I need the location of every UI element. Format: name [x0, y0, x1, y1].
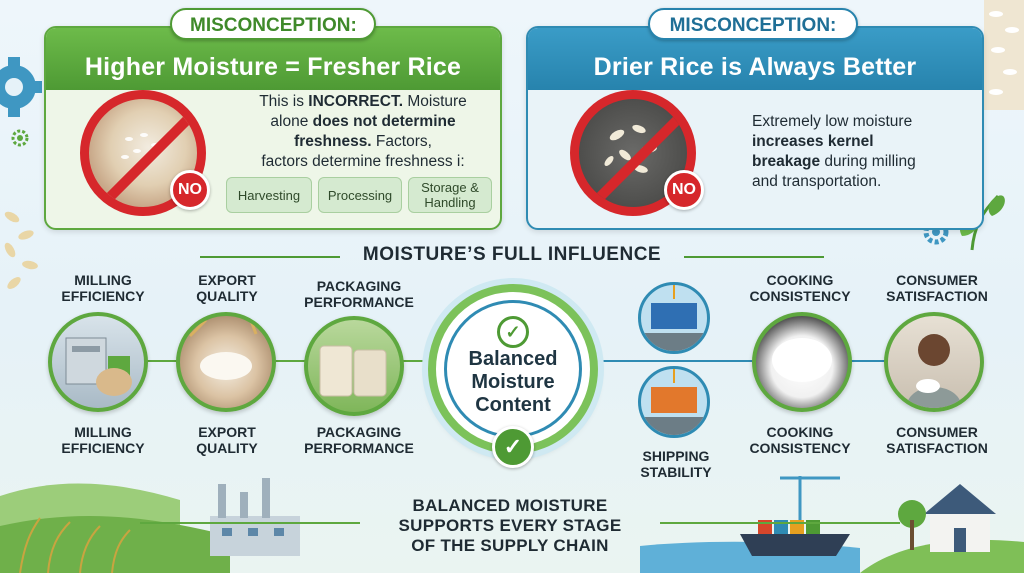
label-line: QUALITY: [196, 288, 258, 304]
factor-chip-harvesting: Harvesting: [226, 177, 312, 213]
label-line: EFFICIENCY: [61, 288, 145, 304]
label-line: COOKING: [766, 424, 834, 440]
panel-text-right: Extremely low moisture increases kernel …: [752, 112, 982, 192]
label-line: PACKAGING: [316, 278, 402, 294]
text-line: Extremely low moisture: [752, 113, 913, 130]
small-gear-icon: [11, 129, 29, 147]
misconception-badge-right: MISCONCEPTION:: [648, 8, 858, 40]
landscape-scene: [0, 476, 1024, 573]
cooking-image: [752, 312, 852, 412]
rice-sacks-icon: [319, 345, 387, 397]
label-line: CONSUMER: [896, 424, 978, 440]
label-line: PERFORMANCE: [304, 440, 414, 456]
no-badge-right: NO: [664, 170, 704, 210]
label-line: EFFICIENCY: [61, 440, 145, 456]
supply-chain-message: BALANCED MOISTURE SUPPORTS EVERY STAGE O…: [360, 496, 660, 556]
factory-icon: [210, 478, 300, 556]
label-line: SATISFACTION: [886, 288, 988, 304]
label-line: MILLING: [74, 424, 132, 440]
misconception-badge-left: MISCONCEPTION:: [170, 8, 376, 40]
message-line: BALANCED MOISTURE: [412, 496, 608, 515]
stage-label-bottom-milling: MILLING EFFICIENCY: [48, 424, 158, 456]
label-line: STABILITY: [640, 464, 712, 480]
check-icon-bottom: ✓: [492, 426, 534, 468]
rice-grains-left-icon: [4, 211, 38, 289]
center-line: Moisture: [471, 371, 555, 393]
text-line: during milling: [820, 153, 916, 170]
label-line: COOKING: [766, 272, 834, 288]
text-line: factors determine freshness i:: [261, 153, 465, 170]
rice-bowl-icon: [772, 338, 832, 382]
label-line: QUALITY: [196, 440, 258, 456]
container-icon: [641, 369, 707, 435]
text-line: Factors,: [371, 133, 432, 150]
no-badge-left: NO: [170, 170, 210, 210]
influence-title: MOISTURE’S FULL INFLUENCE: [362, 244, 662, 265]
text-emphasis: breakage: [752, 153, 821, 170]
title-rule-left: [200, 256, 340, 258]
panel-header-right: Drier Rice is Always Better: [528, 28, 982, 90]
text-line: and transportation.: [752, 173, 882, 190]
message-line: OF THE SUPPLY CHAIN: [411, 536, 609, 555]
check-icon-top: ✓: [497, 316, 529, 348]
shipping-container-orange-image: [638, 366, 710, 438]
label-line: SATISFACTION: [886, 440, 988, 456]
factor-chip-processing: Processing: [318, 177, 402, 213]
rice-hands-icon: [188, 317, 258, 380]
label-line: PERFORMANCE: [304, 294, 414, 310]
label-line: SHIPPING: [642, 448, 710, 464]
stage-label-bottom-shipping: SHIPPING STABILITY: [626, 448, 726, 480]
label-line: CONSUMER: [896, 272, 978, 288]
stage-label-top-packaging: PACKAGING PERFORMANCE: [296, 278, 422, 310]
text-line: alone: [270, 113, 313, 130]
milling-machine-image: [48, 312, 148, 412]
milling-machine-icon: [65, 337, 132, 396]
label-line: CONSISTENCY: [749, 288, 851, 304]
label-line: EXPORT: [198, 272, 256, 288]
label-line: PACKAGING: [316, 424, 402, 440]
smiling-person-icon: [906, 334, 962, 408]
prohibited-sign-left: [80, 90, 206, 216]
panel-header-left: Higher Moisture = Fresher Rice: [46, 28, 500, 90]
title-rule-right: [684, 256, 824, 258]
stage-label-top-consumer: CONSUMER SATISFACTION: [874, 272, 1000, 304]
text-emphasis: does not determine: [312, 113, 456, 130]
text-line: Moisture: [403, 93, 467, 110]
stage-label-bottom-export: EXPORT QUALITY: [172, 424, 282, 456]
cargo-ship-icon: [740, 476, 850, 556]
export-quality-image: [176, 312, 276, 412]
stage-label-top-export: EXPORT QUALITY: [172, 272, 282, 304]
center-label: Balanced Moisture Content: [440, 348, 586, 417]
panel-title-right: Drier Rice is Always Better: [593, 53, 917, 81]
packaging-image: [304, 316, 404, 416]
stage-label-bottom-cooking: COOKING CONSISTENCY: [740, 424, 860, 456]
prohibited-sign-right: [570, 90, 696, 216]
message-line: SUPPORTS EVERY STAGE: [398, 516, 622, 535]
stage-label-top-milling: MILLING EFFICIENCY: [48, 272, 158, 304]
panel-title-left: Higher Moisture = Fresher Rice: [84, 53, 462, 81]
rice-grains-right-icon: [984, 0, 1024, 110]
label-line: EXPORT: [198, 424, 256, 440]
stage-label-bottom-packaging: PACKAGING PERFORMANCE: [294, 424, 424, 456]
center-line: Balanced: [468, 348, 558, 370]
container-icon: [641, 285, 707, 351]
stage-label-top-cooking: COOKING CONSISTENCY: [740, 272, 860, 304]
factor-chip-storage: Storage & Handling: [408, 177, 492, 213]
center-line: Content: [475, 394, 551, 416]
stage-label-bottom-consumer: CONSUMER SATISFACTION: [874, 424, 1000, 456]
label-line: CONSISTENCY: [749, 440, 851, 456]
shipping-container-blue-image: [638, 282, 710, 354]
house-icon: [924, 484, 996, 552]
panel-text-left: This is INCORRECT. Moisture alone does n…: [228, 92, 498, 172]
text-emphasis: increases kernel: [752, 133, 874, 150]
text-line: This is: [259, 93, 309, 110]
consumer-image: [884, 312, 984, 412]
label-line: MILLING: [74, 272, 132, 288]
text-emphasis: INCORRECT.: [308, 93, 404, 110]
gear-icon: [0, 57, 42, 117]
text-emphasis: freshness.: [294, 133, 372, 150]
